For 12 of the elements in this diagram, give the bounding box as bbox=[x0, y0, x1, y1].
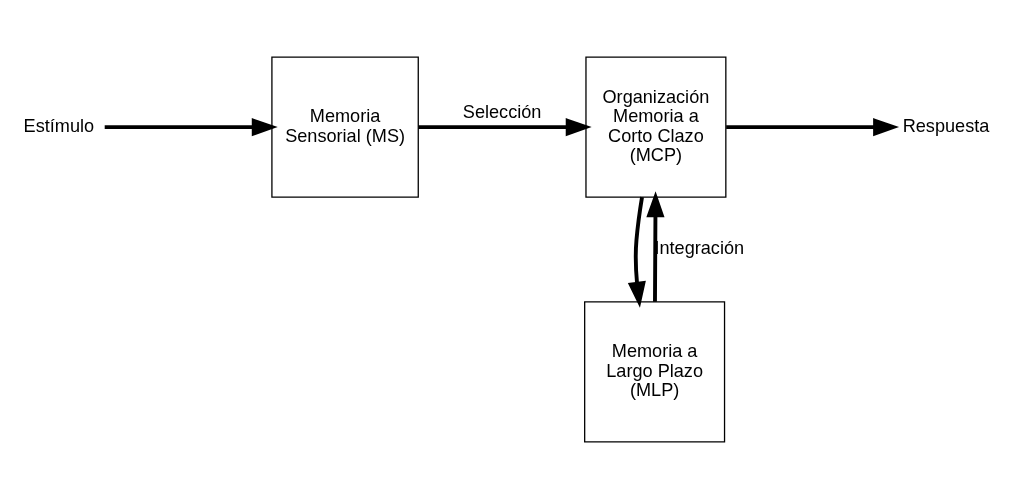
arrow bbox=[104, 117, 278, 136]
edge-label: Selección bbox=[462, 101, 542, 122]
arrow bbox=[418, 117, 592, 136]
arrow bbox=[726, 117, 900, 136]
node-box: Memoria Sensorial (MS) bbox=[271, 56, 419, 198]
node-box: Memoria a Largo Plazo (MLP) bbox=[584, 300, 726, 442]
arrow bbox=[646, 190, 665, 302]
node-text: Estímulo bbox=[23, 115, 95, 136]
edge-label: Integración bbox=[654, 237, 745, 258]
node-box: Organización Memoria a Corto Clazo (MCP) bbox=[585, 56, 727, 198]
node-text: Respuesta bbox=[902, 115, 990, 136]
arrow bbox=[627, 196, 646, 308]
